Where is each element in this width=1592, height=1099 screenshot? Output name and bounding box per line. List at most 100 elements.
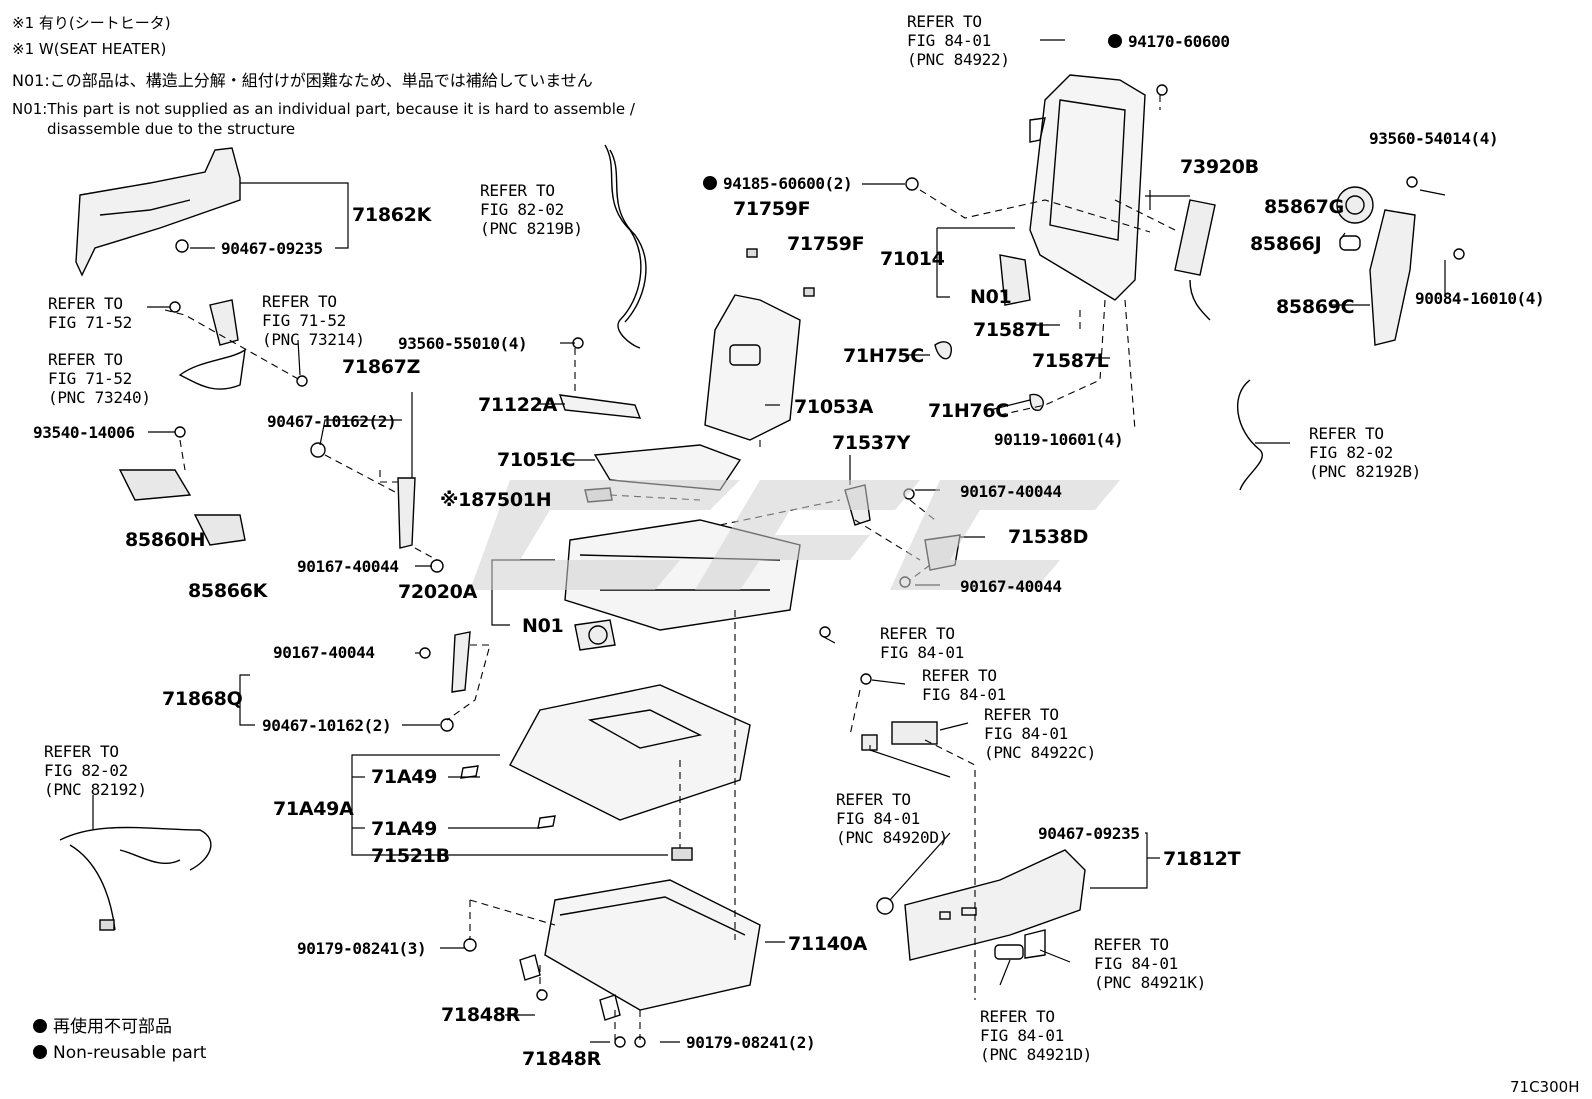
hardware-90084-16010[interactable]: 90084-16010(4) (1415, 289, 1545, 308)
non-reusable-dot-icon (703, 176, 717, 190)
non-reusable-dot-icon (1108, 34, 1122, 48)
seatback-side-cover (75, 147, 241, 277)
legend-non-reusable-jp: 再使用不可部品 (33, 1019, 172, 1036)
part-label-73920B[interactable]: 73920B (1180, 156, 1259, 178)
part-label-71868Q[interactable]: 71868Q (162, 688, 243, 710)
frame-71053A (704, 248, 815, 441)
hardware-94185-60600[interactable]: 94185-60600(2) (703, 174, 853, 193)
hardware-93560-55010[interactable]: 93560-55010(4) (398, 334, 528, 353)
note-seat-heater-en: ※1 W(SEAT HEATER) (12, 40, 167, 58)
part-label-71A49-a[interactable]: 71A49 (371, 766, 438, 788)
part-label-85860H[interactable]: 85860H (125, 529, 206, 551)
note-n01-en-line2: disassemble due to the structure (47, 120, 296, 138)
part-label-71537Y[interactable]: 71537Y (832, 432, 911, 454)
refer-fig84-01-84920d[interactable]: REFER TO FIG 84-01 (PNC 84920D) (836, 790, 948, 847)
refer-fig71-52-73214[interactable]: REFER TO FIG 71-52 (PNC 73214) (262, 292, 365, 349)
part-label-71812T[interactable]: 71812T (1163, 848, 1241, 870)
part-label-85866J[interactable]: 85866J (1250, 233, 1322, 255)
part-label-71848R-b[interactable]: 71848R (522, 1048, 601, 1070)
refer-fig84-01-a[interactable]: REFER TO FIG 84-01 (880, 624, 964, 662)
part-label-71A49A[interactable]: 71A49A (273, 798, 354, 820)
legend-non-reusable-en: Non-reusable part (33, 1045, 206, 1062)
hardware-90467-10162-a[interactable]: 90467-10162(2) (267, 412, 397, 431)
part-label-71587L-b[interactable]: 71587L (1032, 350, 1109, 372)
part-label-71759F-b[interactable]: 71759F (787, 233, 865, 255)
part-label-85869C[interactable]: 85869C (1276, 296, 1355, 318)
part-label-71051C[interactable]: 71051C (497, 449, 576, 471)
airbag-73920B (1174, 199, 1216, 321)
hardware-90467-09235-b[interactable]: 90467-09235 (1038, 824, 1140, 843)
part-label-71H76C[interactable]: 71H76C (928, 400, 1009, 422)
part-85866K (193, 514, 246, 546)
seat-adjuster-71140A (463, 879, 761, 1048)
bracket-71867Z (310, 442, 444, 573)
part-label-N01-b[interactable]: N01 (522, 615, 564, 637)
legend-jp-text: 再使用不可部品 (53, 1017, 172, 1037)
wiring-82192B (1236, 379, 1263, 491)
part-71122A (558, 337, 642, 419)
part-label-71053A[interactable]: 71053A (794, 396, 874, 418)
hardware-90467-09235-a[interactable]: 90467-09235 (221, 239, 323, 258)
bracket-85860H (118, 426, 192, 501)
side-shield-71812T (876, 849, 1086, 961)
hardware-94170-60600[interactable]: 94170-60600 (1108, 34, 1230, 50)
refer-fig82-02-8219b[interactable]: REFER TO FIG 82-02 (PNC 8219B) (480, 181, 583, 238)
hardware-90179-08241-b[interactable]: 90179-08241(2) (686, 1033, 816, 1052)
part-label-71587L-a[interactable]: 71587L (973, 319, 1050, 341)
part-label-85866K[interactable]: 85866K (188, 580, 268, 602)
part-label-71521B[interactable]: 71521B (371, 845, 450, 867)
hardware-90167-40044-c[interactable]: 90167-40044 (297, 557, 399, 576)
hardware-90167-40044-a[interactable]: 90167-40044 (960, 482, 1062, 501)
non-reusable-dot-icon (33, 1019, 47, 1033)
refer-fig71-52-a[interactable]: REFER TO FIG 71-52 (48, 294, 132, 332)
part-label-87501H[interactable]: ※187501H (440, 489, 552, 511)
refer-fig84-01-84922[interactable]: REFER TO FIG 84-01 (PNC 84922) (907, 12, 1010, 69)
part-label-85867G[interactable]: 85867G (1264, 196, 1344, 218)
part-label-71H75C[interactable]: 71H75C (843, 345, 924, 367)
refer-fig84-01-84921k[interactable]: REFER TO FIG 84-01 (PNC 84921K) (1094, 935, 1206, 992)
part-71H75C (934, 341, 952, 360)
switch-blocks (819, 626, 938, 751)
note-seat-heater-jp: ※1 有り(シートヒータ) (12, 14, 171, 32)
cushion-tray (460, 684, 751, 861)
legend-en-text: Non-reusable part (53, 1043, 207, 1063)
part-label-71759F-a[interactable]: 71759F (733, 198, 811, 220)
hardware-90119-10601[interactable]: 90119-10601(4) (994, 430, 1124, 449)
refer-fig82-02-82192[interactable]: REFER TO FIG 82-02 (PNC 82192) (44, 742, 147, 799)
part-label-71538D[interactable]: 71538D (1008, 526, 1089, 548)
part-label-71014[interactable]: 71014 (880, 248, 945, 270)
wire-harness-82192 (59, 826, 212, 931)
part-label-71867Z[interactable]: 71867Z (342, 356, 421, 378)
part-label-71140A[interactable]: 71140A (788, 933, 868, 955)
note-n01-jp: N01:この部品は、構造上分解・組付けが困難なため、単品では補給していません (12, 71, 593, 90)
hardware-93540-14006[interactable]: 93540-14006 (33, 423, 135, 442)
wiring-8219B (604, 144, 647, 349)
part-label-N01-a[interactable]: N01 (970, 286, 1012, 308)
bracket-71868Q (419, 631, 471, 732)
hardware-94170-text: 94170-60600 (1128, 32, 1230, 51)
refer-fig82-02-82192b[interactable]: REFER TO FIG 82-02 (PNC 82192B) (1309, 424, 1421, 481)
seatback-frame-71014 (905, 74, 1168, 306)
hardware-90167-40044-d[interactable]: 90167-40044 (273, 643, 375, 662)
refer-fig84-01-b[interactable]: REFER TO FIG 84-01 (922, 666, 1006, 704)
non-reusable-dot-icon (33, 1045, 47, 1059)
hardware-93560-54014[interactable]: 93560-54014(4) (1369, 129, 1499, 148)
refer-fig71-52-73240[interactable]: REFER TO FIG 71-52 (PNC 73240) (48, 350, 151, 407)
refer-fig84-01-84922c[interactable]: REFER TO FIG 84-01 (PNC 84922C) (984, 705, 1096, 762)
part-label-71A49-b[interactable]: 71A49 (371, 818, 438, 840)
hardware-94185-text: 94185-60600(2) (723, 174, 853, 193)
part-71H76C (1029, 393, 1044, 412)
note-n01-en-line1: N01:This part is not supplied as an indi… (12, 100, 635, 118)
speaker-parts (1336, 176, 1465, 346)
hardware-90179-08241-a[interactable]: 90179-08241(3) (297, 939, 427, 958)
part-label-71862K[interactable]: 71862K (352, 204, 432, 226)
refer-fig84-01-84921d[interactable]: REFER TO FIG 84-01 (PNC 84921D) (980, 1007, 1092, 1064)
leader-lines (92, 39, 1446, 1043)
hardware-90467-10162-b[interactable]: 90467-10162(2) (262, 716, 392, 735)
part-label-72020A[interactable]: 72020A (398, 581, 478, 603)
part-label-71848R-a[interactable]: 71848R (441, 1004, 520, 1026)
part-label-71122A[interactable]: 71122A (478, 394, 558, 416)
hardware-90167-40044-b[interactable]: 90167-40044 (960, 577, 1062, 596)
